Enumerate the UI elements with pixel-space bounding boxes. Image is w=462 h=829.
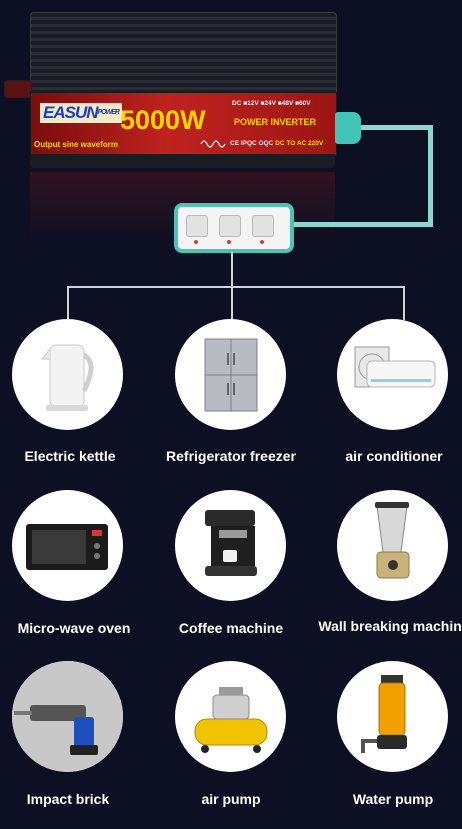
air-conditioner-icon — [354, 346, 436, 388]
dc-terminal — [4, 80, 32, 98]
brand-logo: EASUNPOWER — [40, 103, 122, 123]
inverter-base — [30, 154, 335, 168]
appliance-circle — [337, 490, 448, 601]
socket — [252, 215, 274, 237]
inverter-front-panel — [30, 92, 337, 156]
power-inverter-label: POWER INVERTER — [234, 117, 317, 127]
certification-line: CE IPQC OQC DC TO AC 220V — [230, 140, 323, 147]
microwave-icon — [26, 524, 108, 570]
inverter-heatsink — [30, 12, 337, 94]
impact-drill-icon — [12, 661, 123, 772]
power-strip — [174, 203, 294, 253]
refrigerator-icon — [204, 338, 258, 412]
appliance-circle — [12, 661, 123, 772]
socket — [219, 215, 241, 237]
appliance-circle — [12, 319, 123, 430]
appliance-label: Impact brick — [26, 791, 110, 807]
appliance-circle — [337, 319, 448, 430]
brand-sub: POWER — [97, 109, 120, 116]
brand-name: EASUN — [43, 103, 99, 122]
appliance-circle — [337, 661, 448, 772]
dc-voltage-options: DC ■12V ■24V ■48V ■60V — [232, 100, 311, 107]
wire-segment — [290, 222, 433, 227]
connector-line — [403, 286, 405, 320]
sine-wave-icon — [200, 140, 226, 148]
connector-line — [231, 252, 233, 286]
indicator-led — [260, 240, 264, 244]
appliance-label: Micro-wave oven — [17, 620, 131, 636]
appliance-label: Refrigerator freezer — [166, 448, 296, 464]
electric-kettle-icon — [40, 344, 94, 411]
appliance-circle — [175, 661, 286, 772]
coffee-machine-icon — [205, 510, 257, 576]
appliance-label: Coffee machine — [178, 620, 284, 636]
connector-line — [67, 286, 404, 288]
blender-icon — [375, 502, 410, 579]
appliance-label: air conditioner — [345, 448, 443, 464]
indicator-led — [227, 240, 231, 244]
appliance-circle — [175, 490, 286, 601]
appliance-circle — [12, 490, 123, 601]
certifications-text: CE IPQC OQC — [230, 140, 274, 147]
appliance-label: Wall breaking machine — [318, 618, 462, 634]
waveform-label: Output sine waveform — [34, 140, 119, 149]
appliance-circle — [175, 319, 286, 430]
appliance-label: Electric kettle — [24, 448, 116, 464]
wattage-label: 5000W — [120, 105, 206, 135]
ac-plug — [335, 112, 361, 144]
appliance-label: air pump — [201, 791, 261, 807]
appliance-label: Water pump — [352, 791, 434, 807]
indicator-led — [194, 240, 198, 244]
wire-segment — [361, 125, 433, 130]
water-pump-icon — [361, 675, 407, 753]
wire-segment — [428, 125, 433, 227]
connector-line — [67, 286, 69, 320]
air-compressor-icon — [194, 687, 268, 753]
connector-line — [231, 286, 233, 320]
socket — [186, 215, 208, 237]
conversion-text: DC TO AC 220V — [275, 140, 324, 147]
